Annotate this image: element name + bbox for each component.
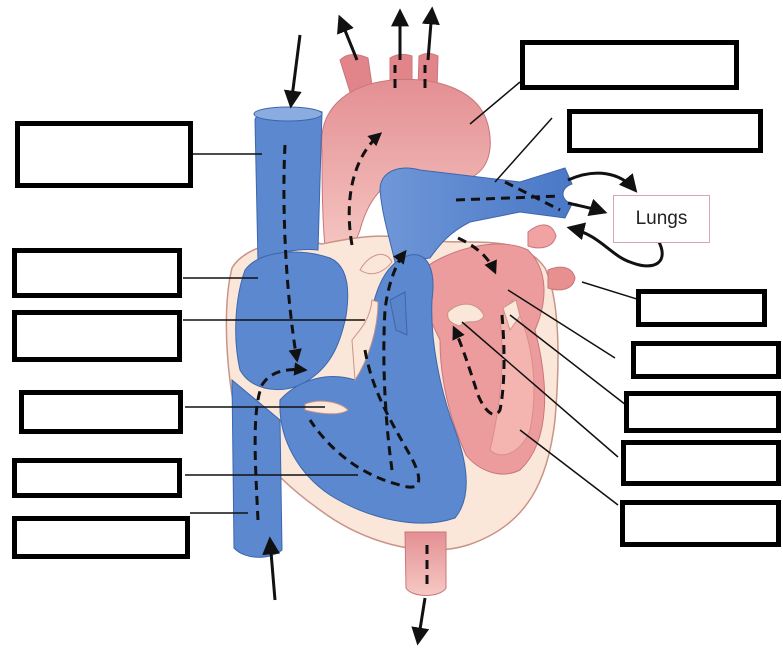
label-box-inferior-vena-cava[interactable] [12, 516, 190, 559]
label-box-mitral-valve[interactable] [624, 391, 781, 433]
label-box-left-atrium[interactable] [631, 341, 781, 379]
label-box-aortic-valve[interactable] [621, 440, 781, 486]
label-box-tricuspid-valve[interactable] [19, 390, 183, 434]
label-box-pulmonary-vein[interactable] [636, 289, 767, 327]
label-box-right-atrium[interactable] [12, 248, 182, 298]
label-box-pulmonary-artery[interactable] [567, 109, 763, 153]
label-box-superior-vena-cava[interactable] [15, 121, 193, 188]
label-box-aorta[interactable] [520, 40, 739, 90]
lungs-label-box: Lungs [613, 195, 710, 243]
label-box-right-ventricle[interactable] [12, 458, 182, 498]
label-box-pulmonary-valve[interactable] [12, 310, 182, 362]
label-box-left-ventricle[interactable] [620, 500, 781, 547]
lungs-label: Lungs [636, 208, 688, 230]
